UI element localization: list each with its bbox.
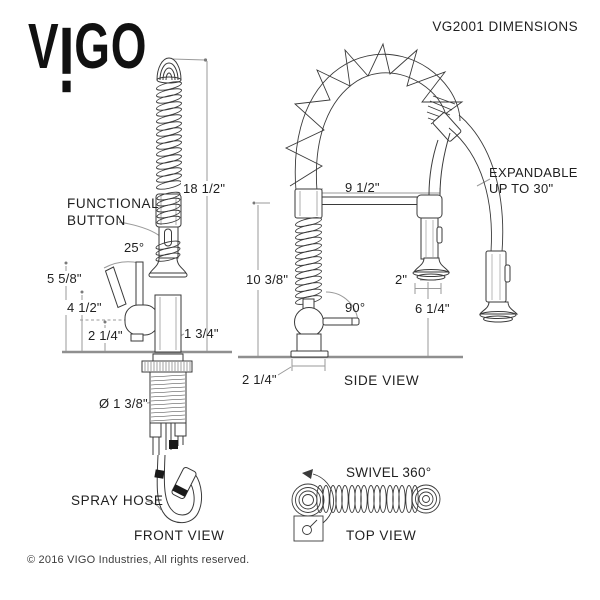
top-base-block <box>293 515 324 542</box>
sprayer-dock <box>416 194 443 219</box>
front-view-drawing <box>104 57 203 524</box>
front-view-caption: FRONT VIEW <box>134 528 225 543</box>
spray-hose-label: SPRAY HOSE <box>71 493 164 508</box>
expandable-hose <box>458 114 504 253</box>
front-body-column <box>154 294 182 353</box>
dim-mount-hole: Ø 1 3/8" <box>99 396 148 411</box>
side-view-caption: SIDE VIEW <box>344 373 420 388</box>
side-handle <box>322 317 360 326</box>
top-view-drawing <box>291 469 441 542</box>
dim-spout-height: 4 1/2" <box>65 300 104 315</box>
side-view-drawing <box>284 42 519 358</box>
sheet-title: VG2001 DIMENSIONS <box>432 19 578 34</box>
dim-base-diameter: 2 1/4" <box>242 372 277 387</box>
brand-letters-go: GO <box>74 9 148 82</box>
brand-letter-v: V <box>28 9 60 82</box>
front-valve-body <box>124 304 159 336</box>
swivel-note: SWIVEL 360° <box>346 465 432 480</box>
functional-button <box>164 228 172 247</box>
brand-letter-i-glyph <box>62 14 71 93</box>
side-spout-arm <box>321 196 419 205</box>
copyright-notice: © 2016 VIGO Industries, All rights reser… <box>27 554 250 566</box>
swivel-arrowhead <box>302 469 313 479</box>
vigo-logo: V GO <box>28 9 148 93</box>
countertop-lines <box>62 350 463 359</box>
spray-hose-loop <box>156 454 203 524</box>
dim-handle-rotation: 90° <box>345 300 366 315</box>
dim-spout-reach: 9 1/2" <box>345 180 380 195</box>
front-handle <box>104 266 127 309</box>
dim-spout-clearance: 10 3/8" <box>244 272 291 287</box>
dim-overall-height: 18 1/2" <box>181 181 228 196</box>
dim-handle-height: 5 5/8" <box>45 271 84 286</box>
functional-button-label: FUNCTIONAL BUTTON <box>67 196 159 228</box>
expandable-hose-note: EXPANDABLE UP TO 30" <box>489 165 578 196</box>
detached-sprayer <box>485 250 507 303</box>
dim-handle-angle: 25° <box>124 240 145 255</box>
side-valve-body <box>294 307 324 337</box>
front-upper-spring <box>156 81 182 190</box>
top-spring <box>316 485 419 513</box>
dim-spout-width: 1 3/4" <box>184 326 219 341</box>
dim-sprayer-diameter: 2" <box>395 272 408 287</box>
dim-body-height: 2 1/4" <box>86 328 125 343</box>
dim-sprayer-clearance: 6 1/4" <box>413 301 452 316</box>
top-view-caption: TOP VIEW <box>346 528 417 543</box>
